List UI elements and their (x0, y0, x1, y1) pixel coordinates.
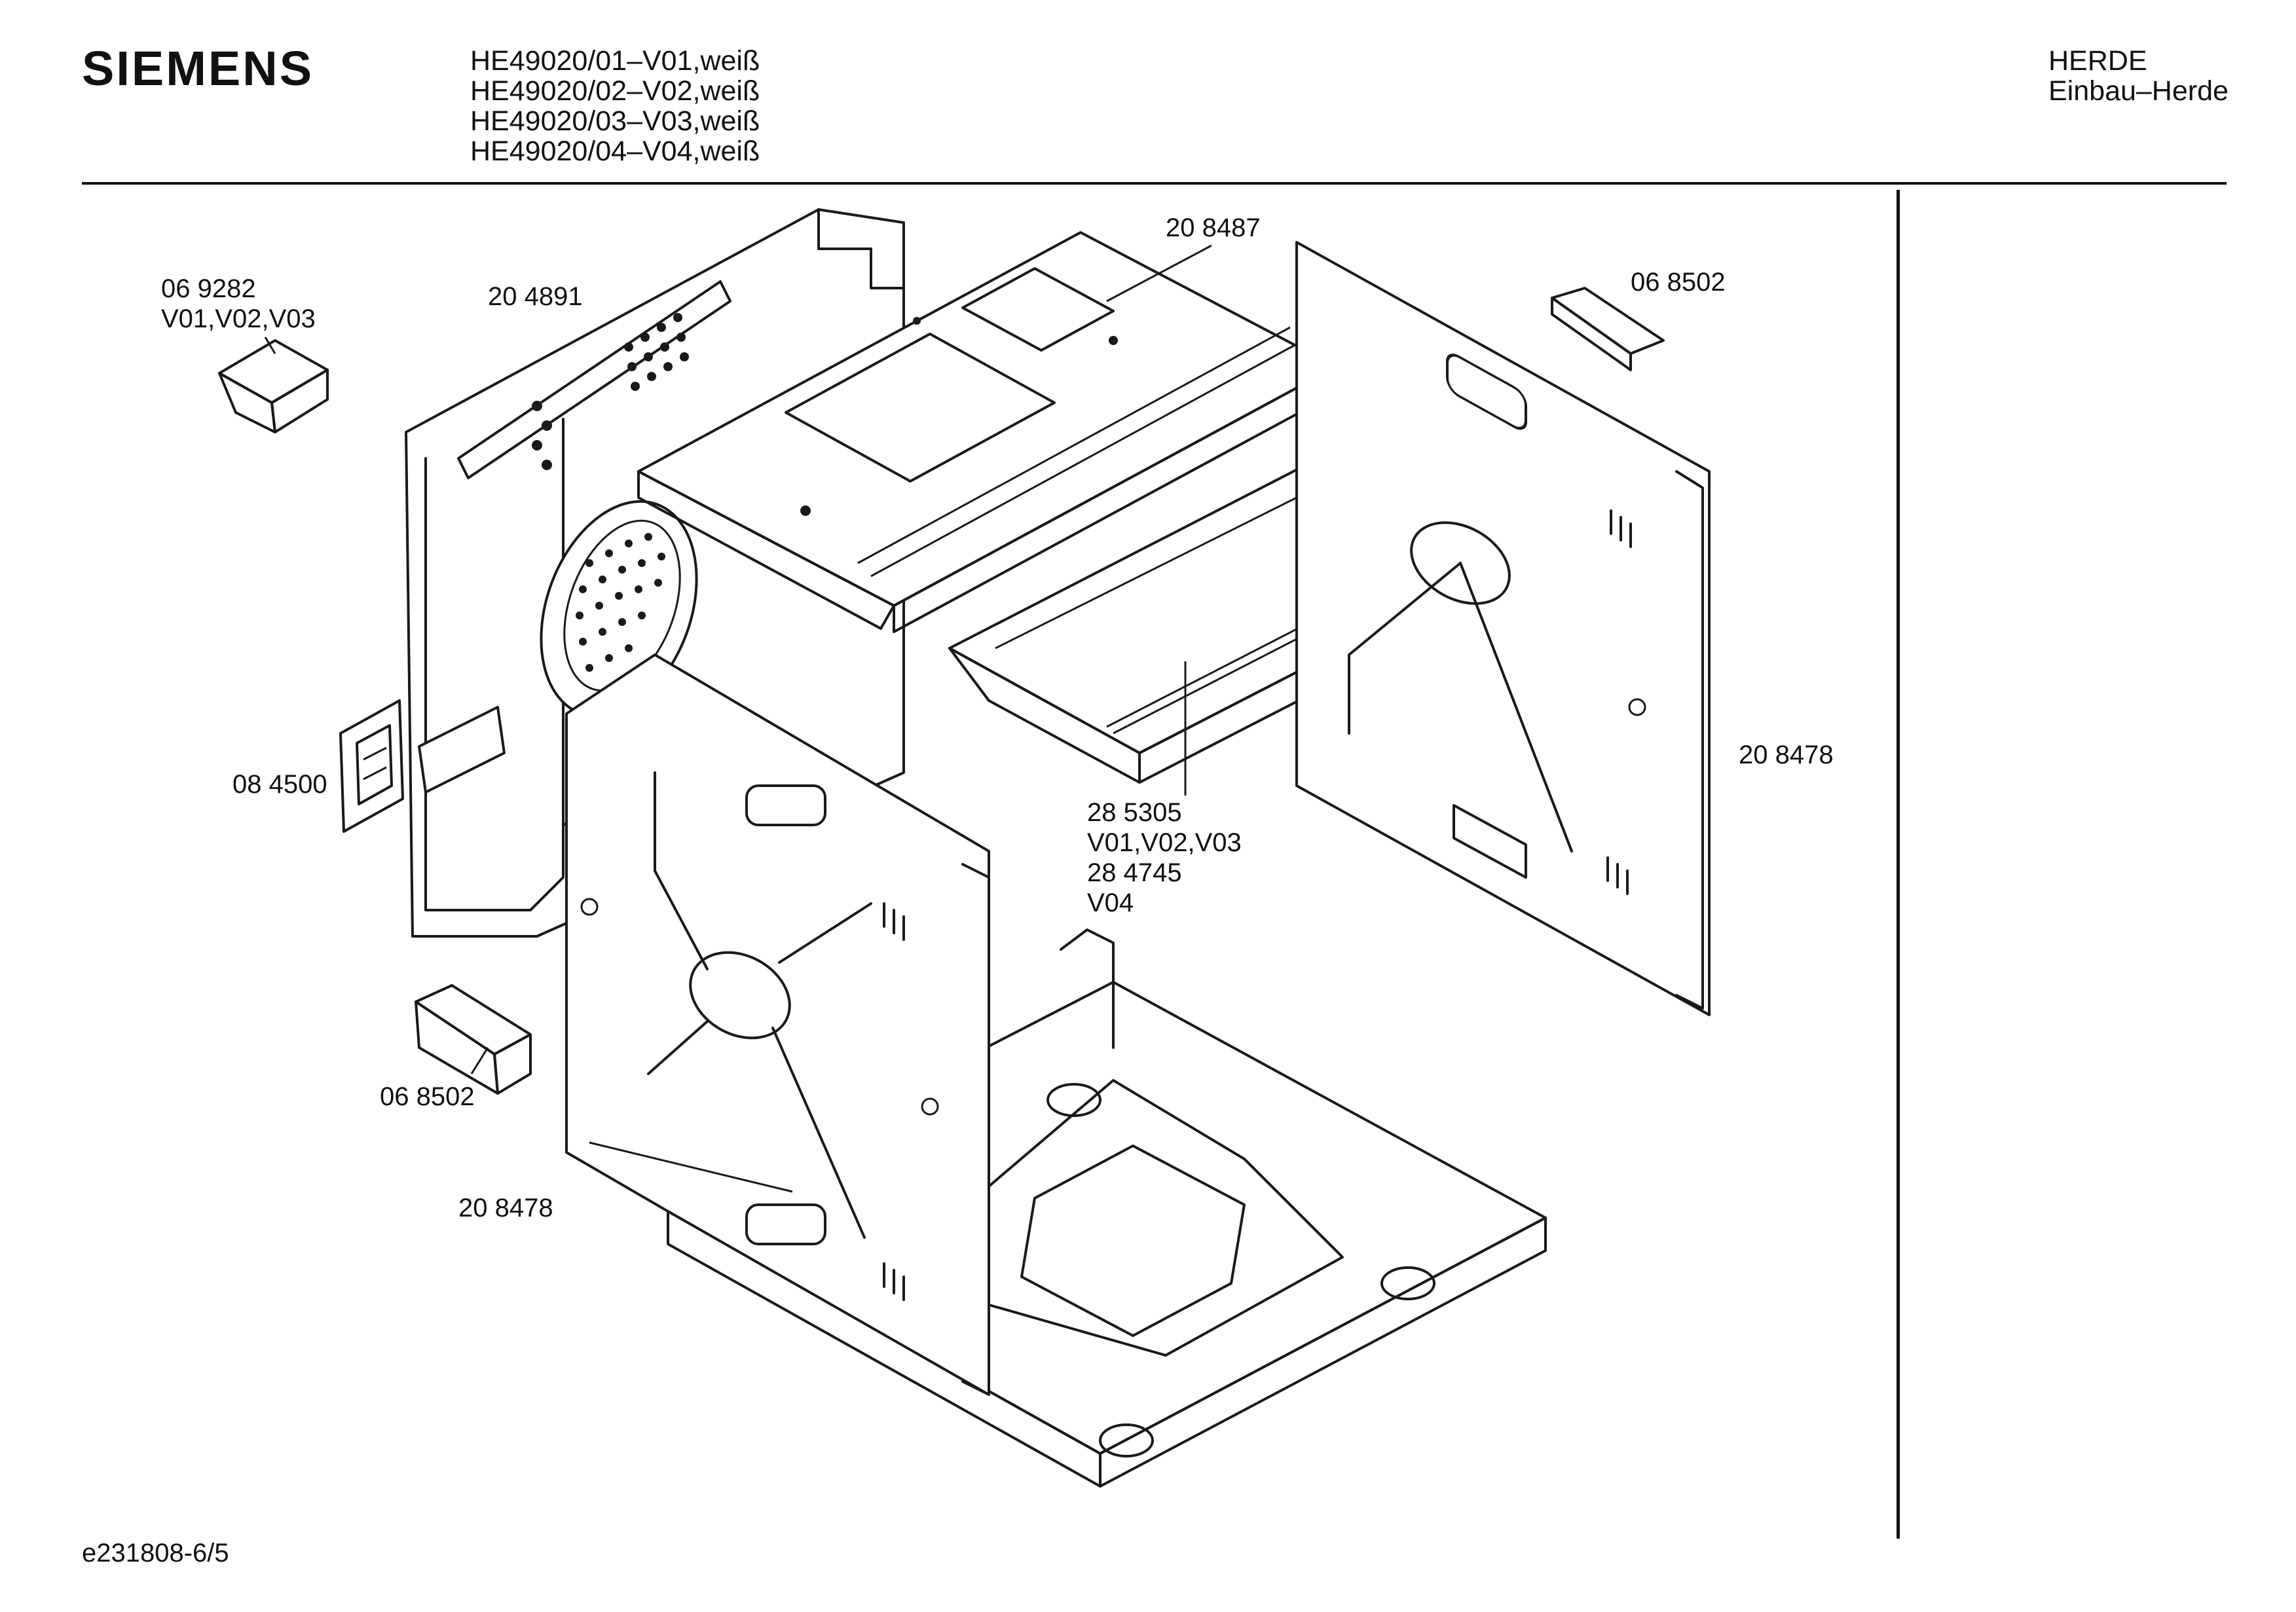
part-number: 28 4745 (1087, 858, 1182, 887)
product-category: HERDE Einbau–Herde (2048, 46, 2229, 106)
part-number: 06 9282 (161, 274, 256, 303)
siemens-logo: SIEMENS (82, 41, 314, 96)
part-number: 08 4500 (232, 770, 327, 799)
left-side-panel (565, 653, 990, 1396)
top-panel (637, 231, 1337, 633)
subcategory-label: Einbau–Herde (2048, 75, 2229, 107)
model-list: HE49020/01–V01,weiß HE49020/02–V02,weiß … (470, 46, 760, 166)
left-panel-slots (883, 902, 905, 1301)
document-number: e231808-6/5 (82, 1539, 229, 1567)
callout-084500: 08 4500 (232, 769, 327, 799)
part-variant: V04 (1087, 888, 1134, 917)
callout-068502-top: 06 8502 (1631, 267, 1726, 297)
lamp-cover-top (1551, 287, 1665, 371)
header-divider (82, 182, 2227, 185)
callout-208478-right: 20 8478 (1739, 740, 1834, 770)
right-side-panel (1295, 241, 1711, 1016)
back-wall-vent-holes (532, 313, 689, 470)
leader-lines (264, 244, 1212, 1193)
callout-208487: 20 8487 (1166, 213, 1261, 243)
part-variant: V01,V02,V03 (161, 304, 316, 333)
right-panel-slots (1606, 509, 1632, 895)
callout-208478-bottom: 20 8478 (458, 1193, 553, 1223)
model-item: HE49020/03–V03,weiß (470, 105, 760, 137)
part-number: 20 8478 (458, 1194, 553, 1222)
category-label: HERDE (2048, 45, 2147, 77)
part-number: 20 8478 (1739, 741, 1834, 769)
part-number: 20 8487 (1166, 213, 1261, 242)
terminal-block (339, 699, 506, 833)
model-item: HE49020/02–V02,weiß (470, 75, 760, 107)
part-number: 06 8502 (1631, 268, 1726, 297)
callout-285305: 28 5305 V01,V02,V03 28 4745 V04 (1087, 797, 1242, 918)
callout-069282: 06 9282 V01,V02,V03 (161, 274, 316, 334)
part-number: 28 5305 (1087, 798, 1182, 827)
part-variant: V01,V02,V03 (1087, 828, 1242, 857)
part-number: 20 4891 (488, 282, 583, 311)
lamp-cover-bottom (415, 984, 532, 1095)
model-item: HE49020/01–V01,weiß (470, 45, 760, 77)
door-clip (218, 339, 329, 433)
sidebar-divider (1897, 190, 1900, 1539)
model-item: HE49020/04–V04,weiß (470, 136, 760, 167)
part-number: 06 8502 (380, 1082, 475, 1111)
callout-068502-bottom: 06 8502 (380, 1082, 475, 1112)
callout-204891: 20 4891 (488, 282, 583, 312)
